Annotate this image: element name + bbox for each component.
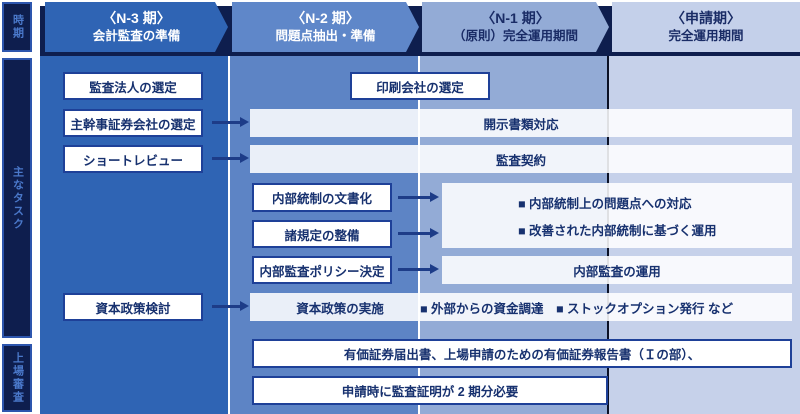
- bar-capital-policy-execution: 資本政策の実施 ■ 外部からの資金調達 ■ ストックオプション発行 など: [250, 293, 792, 321]
- phase-header-n2: 〈N-2 期〉 問題点抽出・準備: [232, 2, 419, 52]
- phase-header-n3-title: 〈N-3 期〉: [102, 10, 171, 27]
- phase-header-apply-title: 〈申請期〉: [671, 10, 741, 27]
- task-box-capital-policy-review: 資本政策検討: [63, 293, 203, 321]
- task-box-short-review: ショートレビュー: [63, 145, 203, 173]
- task-box-printing-company-selection-label: 印刷会社の選定: [376, 80, 464, 95]
- bar-audit-contract: 監査契約: [250, 145, 792, 173]
- task-box-internal-audit-policy-label: 内部監査ポリシー決定: [259, 264, 385, 279]
- right-arrow-icon: [212, 117, 249, 127]
- task-box-internal-control-documentation: 内部統制の文書化: [252, 183, 392, 212]
- bar-internal-audit-operation: 内部監査の運用: [442, 256, 792, 284]
- sidebar-label-listing-review-text: 上場審査: [11, 352, 24, 404]
- phase-header-n1-title: 〈N-1 期〉: [481, 10, 550, 27]
- bar-disclosure-documents: 開示書類対応: [250, 109, 792, 137]
- task-box-regulations-preparation-label: 諸規定の整備: [284, 228, 360, 243]
- bar-capital-policy-execution-label: 資本政策の実施: [296, 301, 384, 316]
- panel-internal-control-responses: ■ 内部統制上の問題点への対応 ■ 改善された内部統制に基づく運用: [442, 183, 792, 248]
- task-box-securities-registration-documents-label: 有価証券届出書、上場申請のための有価証券報告書（Ｉの部）、: [343, 348, 701, 362]
- sidebar-label-listing-review: 上場審査: [2, 344, 32, 412]
- sidebar-label-period-text: 時期: [11, 14, 24, 40]
- phase-header-apply-subtitle: 完全運用期間: [668, 29, 744, 43]
- right-arrow-icon: [398, 264, 439, 274]
- task-box-audit-firm-selection: 監査法人の選定: [63, 72, 203, 100]
- task-box-audit-certificates-required: 申請時に監査証明が 2 期分必要: [252, 376, 608, 405]
- phase-header-n2-title: 〈N-2 期〉: [291, 10, 360, 27]
- task-box-capital-policy-review-label: 資本政策検討: [95, 301, 171, 316]
- right-arrow-icon: [398, 228, 439, 238]
- task-box-securities-registration-documents: 有価証券届出書、上場申請のための有価証券報告書（Ｉの部）、: [252, 339, 792, 368]
- phase-header-n2-subtitle: 問題点抽出・準備: [275, 29, 376, 43]
- phase-header-n1-subtitle: （原則）完全運用期間: [452, 29, 578, 43]
- sidebar-label-period: 時期: [2, 2, 32, 52]
- bar-disclosure-documents-label: 開示書類対応: [483, 117, 559, 132]
- bar-audit-contract-label: 監査契約: [495, 153, 546, 168]
- phase-header-apply: 〈申請期〉 完全運用期間: [612, 2, 800, 52]
- bar-internal-audit-operation-label: 内部監査の運用: [573, 264, 661, 279]
- internal-control-bullet-2: ■ 改善された内部統制に基づく運用: [518, 223, 717, 238]
- sidebar-label-main-tasks-text: 主なタスク: [11, 165, 24, 231]
- right-arrow-icon: [212, 301, 249, 311]
- capital-policy-bullets: ■ 外部からの資金調達 ■ ストックオプション発行 など: [420, 301, 734, 316]
- task-box-audit-certificates-required-label: 申請時に監査証明が 2 期分必要: [341, 385, 519, 399]
- right-arrow-icon: [212, 153, 249, 163]
- right-arrow-icon: [398, 192, 439, 202]
- task-box-lead-underwriter-selection-label: 主幹事証券会社の選定: [70, 117, 196, 132]
- task-box-printing-company-selection: 印刷会社の選定: [350, 72, 490, 100]
- task-box-short-review-label: ショートレビュー: [82, 153, 183, 168]
- task-box-audit-firm-selection-label: 監査法人の選定: [89, 80, 177, 95]
- phase-header-n3-subtitle: 会計監査の準備: [92, 29, 181, 43]
- task-box-lead-underwriter-selection: 主幹事証券会社の選定: [63, 109, 203, 137]
- phase-header-n3: 〈N-3 期〉 会計監査の準備: [45, 2, 228, 52]
- task-box-internal-control-documentation-label: 内部統制の文書化: [271, 192, 372, 206]
- task-box-internal-audit-policy: 内部監査ポリシー決定: [252, 256, 392, 284]
- task-box-regulations-preparation: 諸規定の整備: [252, 220, 392, 248]
- phase-header-n1: 〈N-1 期〉 （原則）完全運用期間: [422, 2, 609, 52]
- internal-control-bullet-1: ■ 内部統制上の問題点への対応: [518, 196, 692, 211]
- sidebar-label-main-tasks: 主なタスク: [2, 58, 32, 338]
